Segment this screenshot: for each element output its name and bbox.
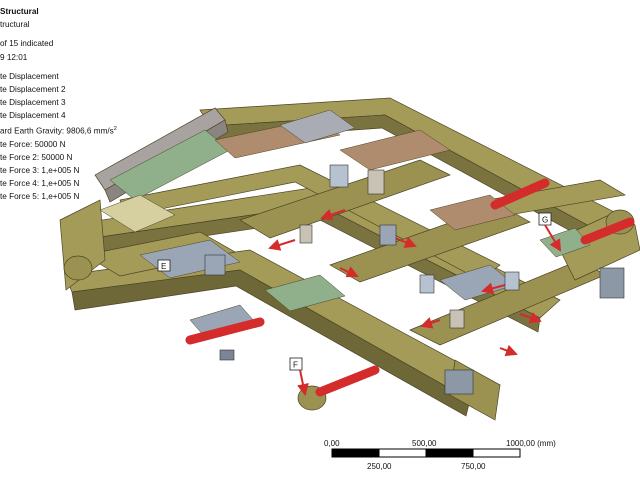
load-item: te Displacement — [0, 71, 59, 81]
time-line: 9 12:01 — [0, 52, 28, 62]
gravity-superscript: 2 — [113, 125, 117, 132]
load-item: te Force 2: 50000 N — [0, 152, 73, 162]
analysis-type: tructural — [0, 20, 30, 30]
load-item: te Force 4: 1,e+005 N — [0, 179, 80, 189]
components — [204, 164, 625, 395]
pins — [185, 178, 635, 397]
marker-e-label: E — [161, 262, 166, 271]
scale-label-250: 250,00 — [367, 462, 392, 471]
load-item: te Force: 50000 N — [0, 139, 66, 149]
load-item: te Force 5: 1,e+005 N — [0, 192, 80, 202]
scale-label-0: 0,00 — [324, 439, 340, 448]
marker-e[interactable]: E — [157, 259, 171, 272]
marker-g-label: G — [542, 216, 548, 225]
panel-plates — [99, 109, 591, 338]
marker-f-label: F — [293, 361, 298, 370]
force-arrows — [268, 209, 542, 357]
load-item: te Force 3: 1,e+005 N — [0, 165, 80, 175]
load-item: te Displacement 4 — [0, 111, 66, 121]
scale-label-750: 750,00 — [461, 462, 486, 471]
load-item-gravity: ard Earth Gravity: 9806,6 mm/s2 — [0, 123, 117, 138]
status-line: of 15 indicated — [0, 39, 54, 49]
scale-label-500: 500,00 — [412, 439, 437, 448]
model-viewport[interactable]: G F E — [0, 0, 640, 430]
marker-g[interactable]: G — [538, 212, 562, 252]
details-legend: Structural tructural of 15 indicated 9 1… — [0, 5, 117, 204]
analysis-title: Structural — [0, 7, 39, 16]
gravity-label: ard Earth Gravity: 9806,6 mm/s — [0, 126, 114, 136]
load-item: te Displacement 3 — [0, 98, 66, 108]
marker-f[interactable]: F — [289, 357, 309, 396]
scale-label-1000: 1000,00 (mm) — [506, 439, 556, 448]
load-item: te Displacement 2 — [0, 85, 66, 95]
